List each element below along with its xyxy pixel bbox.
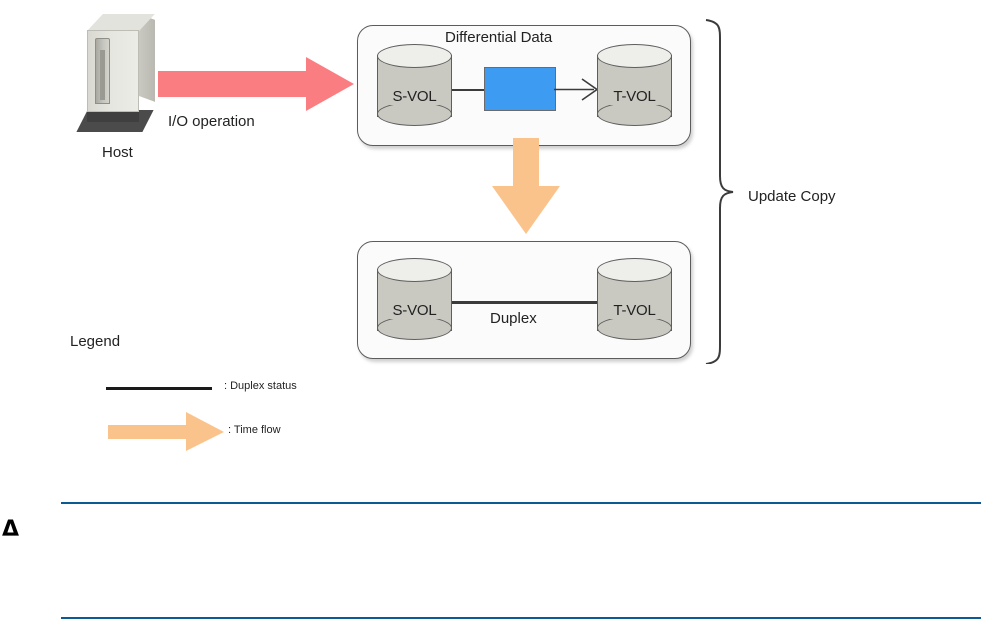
svol-label-bottom: S-VOL [392, 302, 437, 319]
io-operation-arrow-icon [158, 57, 354, 111]
cylinder-bottom-ellipse [377, 102, 452, 126]
tvol-label-top: T-VOL [613, 88, 656, 105]
legend-time-flow-label: : Time flow [228, 424, 281, 436]
tvol-cylinder-bottom: T-VOL [597, 258, 672, 342]
svol-label-top: S-VOL [392, 88, 437, 105]
cylinder-top-ellipse [597, 44, 672, 68]
duplex-label: Duplex [490, 310, 537, 327]
update-copy-label: Update Copy [748, 188, 836, 205]
arrow-right-icon [554, 78, 599, 101]
svol-cylinder-bottom: S-VOL [377, 258, 452, 342]
duplex-status-line [452, 301, 602, 304]
io-operation-label: I/O operation [168, 113, 255, 130]
cylinder-bottom-ellipse [377, 316, 452, 340]
footer-rule-bottom [61, 617, 981, 619]
svol-cylinder-top: S-VOL [377, 44, 452, 128]
curly-brace-icon [705, 19, 734, 364]
legend-time-flow-arrow-icon [108, 412, 224, 451]
cylinder-bottom-ellipse [597, 316, 672, 340]
tvol-cylinder-top: T-VOL [597, 44, 672, 128]
cylinder-bottom-ellipse [597, 102, 672, 126]
cylinder-top-ellipse [597, 258, 672, 282]
legend-solid-line-swatch [106, 387, 212, 390]
cylinder-top-ellipse [377, 258, 452, 282]
delta-marker: Δ [2, 517, 20, 542]
host-drive-slot [100, 50, 105, 100]
host-server-icon [76, 8, 158, 138]
connector-line-svol-to-block [452, 89, 486, 91]
host-label: Host [102, 144, 133, 161]
cylinder-top-ellipse [377, 44, 452, 68]
differential-data-block [484, 67, 556, 111]
time-flow-arrow-icon [492, 138, 560, 234]
footer-rule-top [61, 502, 981, 504]
legend-title: Legend [70, 333, 121, 350]
differential-data-label: Differential Data [445, 29, 553, 46]
legend-duplex-status-label: : Duplex status [224, 380, 297, 392]
tvol-label-bottom: T-VOL [613, 302, 656, 319]
